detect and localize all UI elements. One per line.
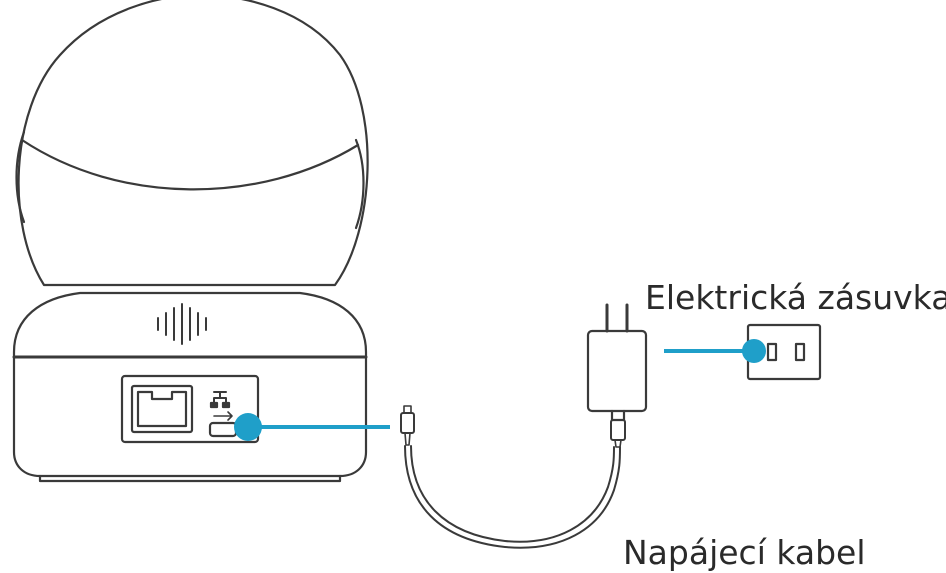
ethernet-port-icon bbox=[130, 384, 194, 434]
power-cable-icon bbox=[400, 405, 626, 549]
usb-port-icon bbox=[208, 411, 238, 438]
power-adapter-icon bbox=[586, 303, 648, 422]
cable-label: Napájecí kabel bbox=[623, 533, 866, 572]
camera-icon bbox=[12, 0, 369, 483]
connection-markers bbox=[234, 339, 766, 441]
outlet-label: Elektrická zásuvka bbox=[645, 278, 946, 317]
